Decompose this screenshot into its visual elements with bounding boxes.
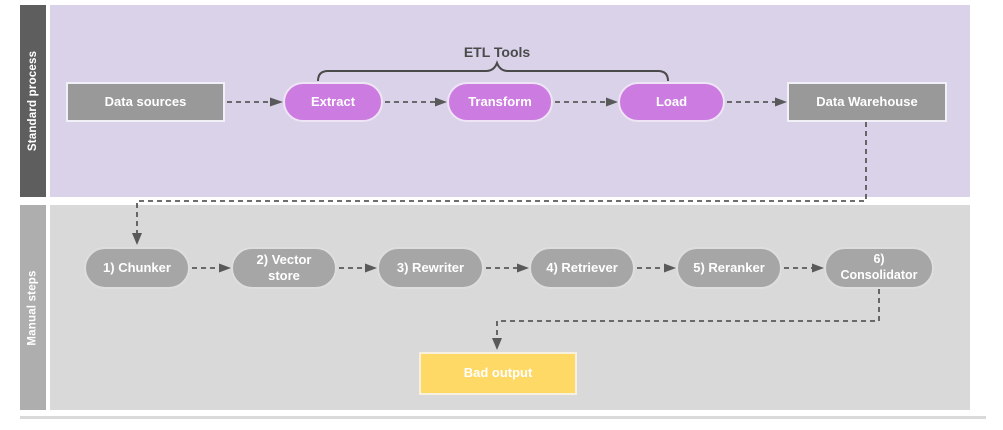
node-load-label: Load (655, 93, 688, 109)
lane-label-standard-process: Standard process (20, 5, 46, 197)
node-rewriter-label: 3) Rewriter (396, 259, 465, 275)
node-extract: Extract (283, 82, 383, 122)
node-extract-label: Extract (310, 93, 356, 109)
node-retriever: 4) Retriever (529, 247, 635, 289)
node-bad-output: Bad output (419, 352, 577, 395)
node-transform-label: Transform (468, 93, 532, 109)
node-data-warehouse-label: Data Warehouse (816, 93, 918, 109)
node-reranker: 5) Reranker (676, 247, 782, 289)
node-vector-store: 2) Vector store (231, 247, 337, 289)
node-rewriter: 3) Rewriter (377, 247, 484, 289)
lane-label-manual-steps: Manual steps (20, 205, 46, 410)
etl-tools-label: ETL Tools (463, 44, 531, 60)
node-consolidator-label: 6) Consolidator (840, 252, 918, 282)
lane-label-standard-process-text: Standard process (27, 50, 39, 152)
node-data-sources-label: Data sources (104, 93, 187, 109)
node-data-sources: Data sources (66, 82, 225, 122)
node-transform: Transform (447, 82, 553, 122)
node-retriever-label: 4) Retriever (546, 259, 618, 275)
node-consolidator: 6) Consolidator (824, 247, 934, 289)
node-data-warehouse: Data Warehouse (787, 82, 947, 122)
node-load: Load (618, 82, 725, 122)
bottom-divider (20, 416, 986, 419)
node-chunker-label: 1) Chunker (103, 259, 171, 275)
lane-label-manual-steps-text: Manual steps (27, 269, 40, 346)
node-reranker-label: 5) Reranker (693, 259, 765, 275)
node-vector-store-label: 2) Vector store (256, 251, 312, 283)
node-bad-output-label: Bad output (463, 365, 533, 381)
node-chunker: 1) Chunker (84, 247, 190, 289)
